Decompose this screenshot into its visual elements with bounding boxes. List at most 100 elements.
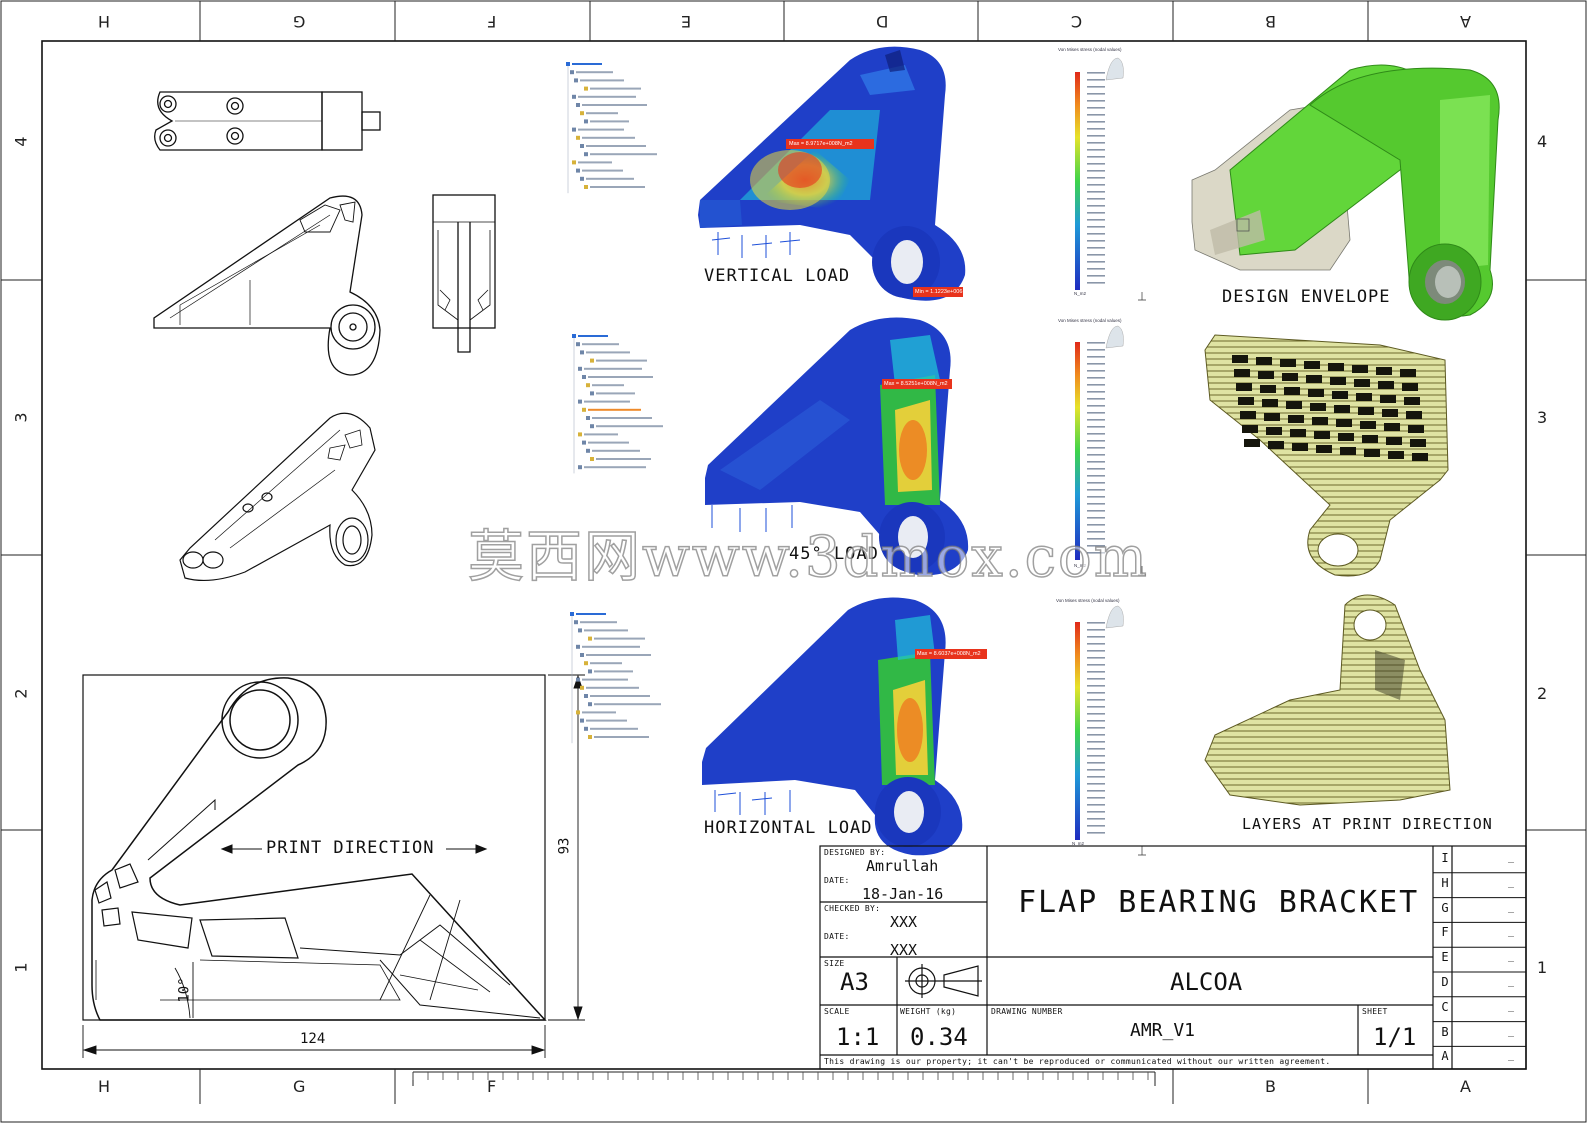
weight-label: WEIGHT (kg) <box>900 1007 957 1016</box>
legend-title-2: Von Mises stress (nodal values) <box>1058 318 1122 323</box>
zone-left-3: 3 <box>11 412 31 423</box>
zone-right-3: 3 <box>1537 408 1548 427</box>
date-label: DATE: <box>824 876 850 885</box>
revision-mark: _ <box>1508 951 1515 963</box>
dimension-width: 124 <box>300 1031 326 1047</box>
drawing-title: FLAP BEARING BRACKET <box>1018 885 1420 920</box>
revision-c: C <box>1441 999 1449 1014</box>
revision-mark: _ <box>1508 1050 1515 1062</box>
zone-top-h: H <box>98 12 111 31</box>
zone-bottom-g: G <box>293 1077 306 1096</box>
legend-unit-2: N_m2 <box>1074 563 1087 568</box>
zone-top-a: A <box>1460 12 1471 31</box>
revision-a: A <box>1441 1049 1449 1064</box>
revision-i: I <box>1441 851 1449 865</box>
fea-max-vertical: Max = 8.9717e+008N_m2 <box>789 141 853 147</box>
design-envelope-model <box>1191 64 1500 321</box>
fea-max-labels <box>786 139 987 659</box>
zone-bottom-f: F <box>487 1077 497 1096</box>
iso-view <box>179 412 376 582</box>
zone-left-1: 1 <box>11 962 31 973</box>
drawing-number-value: AMR_V1 <box>1130 1020 1196 1041</box>
checked-by-value: XXX <box>890 913 918 931</box>
sheet-label: SHEET <box>1362 1007 1388 1016</box>
fea-min-vertical: Min = 1.1223e+006 <box>915 289 963 295</box>
print-direction-detail <box>82 674 585 1058</box>
zone-top-f: F <box>487 12 497 31</box>
dimension-height: 93 <box>556 837 573 855</box>
zone-bottom-a: A <box>1460 1077 1471 1096</box>
date2-label: DATE: <box>824 932 850 941</box>
zone-right-1: 1 <box>1537 958 1548 977</box>
label-45-load: 45° LOAD <box>789 544 879 564</box>
legend-title-1: Von Mises stress (nodal values) <box>1058 47 1122 52</box>
fea-max-45: Max = 8.5251e+008N_m2 <box>884 381 948 387</box>
load-arrows <box>711 232 801 815</box>
revision-g: G <box>1441 900 1449 915</box>
top-view <box>154 91 381 151</box>
revision-mark: _ <box>1508 1025 1515 1037</box>
legend-title-3: Von Mises stress (nodal values) <box>1056 598 1120 603</box>
designed-by-label: DESIGNED BY: <box>824 848 886 857</box>
revision-h: H <box>1441 875 1449 890</box>
revision-mark: _ <box>1508 876 1515 888</box>
designed-by-value: Amrullah <box>866 857 939 875</box>
label-horizontal-load: HORIZONTAL LOAD <box>704 818 873 838</box>
revision-mark: _ <box>1508 976 1515 987</box>
projection-symbol-icon <box>905 964 982 998</box>
zone-right-2: 2 <box>1537 684 1548 703</box>
zone-left-4: 4 <box>11 136 31 147</box>
layers-model-bottom <box>1204 594 1451 806</box>
zone-top-b: B <box>1265 12 1276 31</box>
fea-max-horizontal: Max = 8.6037e+008N_m2 <box>917 651 981 657</box>
zone-bottom-h: H <box>98 1077 111 1096</box>
fea-45-model <box>705 317 969 576</box>
legend-unit-3: N_m2 <box>1072 841 1085 846</box>
revision-mark: _ <box>1508 852 1515 863</box>
dimension-angle: 10° <box>176 977 193 1003</box>
zone-top-e: E <box>681 12 692 31</box>
fea-horizontal-model <box>702 597 963 856</box>
zone-top-d: D <box>876 12 889 31</box>
scale-value: 1:1 <box>836 1023 880 1051</box>
side-view <box>432 194 496 353</box>
zone-top-g: G <box>293 12 306 31</box>
layers-model-top <box>1204 334 1449 577</box>
revision-f: F <box>1441 925 1449 940</box>
zone-top-c: C <box>1071 12 1083 31</box>
revision-b: B <box>1441 1024 1449 1039</box>
revision-mark: _ <box>1508 901 1515 913</box>
watermark: 莫西网www.3dmox.com <box>467 524 1149 591</box>
weight-value: 0.34 <box>910 1023 968 1051</box>
fea-vertical-model <box>698 46 966 301</box>
front-view <box>153 195 381 376</box>
sheet-value: 1/1 <box>1373 1023 1417 1051</box>
revision-e: E <box>1441 950 1449 965</box>
legend-tick-marks <box>1087 72 1105 834</box>
stress-legends <box>1075 57 1124 840</box>
checked-by-label: CHECKED BY: <box>824 904 881 913</box>
company-name: ALCOA <box>1170 968 1243 996</box>
zone-left-2: 2 <box>11 688 31 699</box>
revision-mark: _ <box>1508 1000 1515 1012</box>
date-value: 18-Jan-16 <box>862 885 944 903</box>
revision-mark: _ <box>1508 926 1515 938</box>
scale-label: SCALE <box>824 1007 850 1016</box>
label-vertical-load: VERTICAL LOAD <box>704 266 851 286</box>
zone-right-4: 4 <box>1537 132 1548 151</box>
date2-value: XXX <box>890 941 918 959</box>
revision-d: D <box>1441 975 1449 989</box>
size-label: SIZE <box>824 959 845 968</box>
size-value: A3 <box>840 968 869 996</box>
label-layers-print-direction: LAYERS AT PRINT DIRECTION <box>1242 815 1493 833</box>
label-design-envelope: DESIGN ENVELOPE <box>1222 287 1391 307</box>
title-block <box>819 845 1527 1070</box>
zone-bottom-b: B <box>1265 1077 1276 1096</box>
legend-unit-1: N_m2 <box>1074 291 1087 296</box>
property-notice: This drawing is our property; it can't b… <box>824 1057 1331 1066</box>
fea-tree-panels <box>566 62 663 744</box>
drawing-number-label: DRAWING NUMBER <box>991 1007 1063 1016</box>
label-print-direction: PRINT DIRECTION <box>266 838 435 858</box>
